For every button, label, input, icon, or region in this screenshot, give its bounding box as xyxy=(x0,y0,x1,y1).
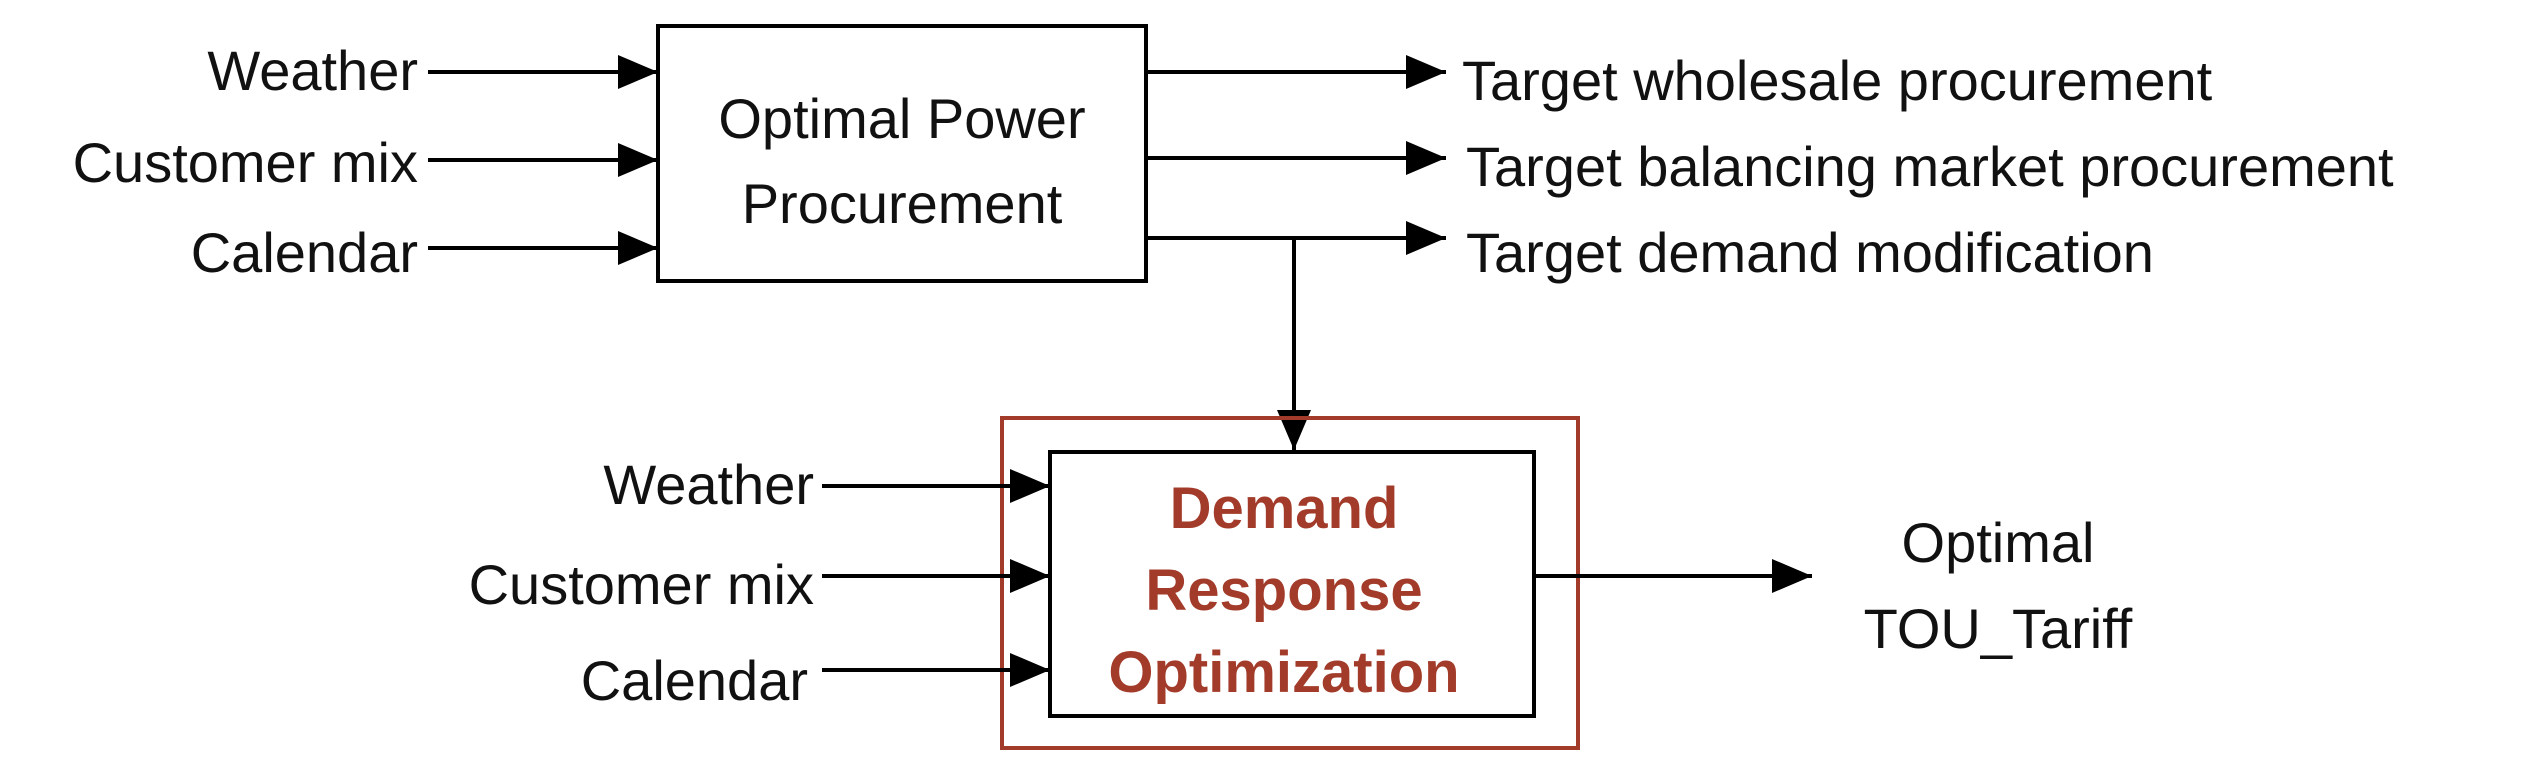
top-input-customer-mix-label: Customer mix xyxy=(73,131,418,194)
bottom-input-weather-label: Weather xyxy=(603,453,814,516)
top-block-title-line2: Procurement xyxy=(742,172,1063,235)
top-input-calendar-label: Calendar xyxy=(191,221,418,284)
bottom-block-title-line3: Optimization xyxy=(1108,640,1459,705)
demand-response-optimization-box xyxy=(1048,450,1536,718)
top-block-title-line1: Optimal Power xyxy=(718,87,1085,150)
bottom-output-label-line2: TOU_Tariff xyxy=(1864,597,2133,660)
bottom-block-title-line1: Demand xyxy=(1170,476,1399,541)
top-input-weather-label: Weather xyxy=(207,39,418,102)
bottom-input-customer-mix-label: Customer mix xyxy=(469,553,814,616)
top-output-demand-mod-label: Target demand modification xyxy=(1466,221,2154,284)
bottom-input-calendar-label: Calendar xyxy=(581,649,808,712)
bottom-output-label-line1: Optimal xyxy=(1902,511,2095,574)
top-output-wholesale-label: Target wholesale procurement xyxy=(1462,49,2213,112)
top-output-balancing-label: Target balancing market procurement xyxy=(1466,135,2394,198)
bottom-block-title-line2: Response xyxy=(1145,558,1422,623)
demand-response-highlight-frame xyxy=(1000,416,1580,750)
optimal-power-procurement-box xyxy=(656,24,1148,283)
